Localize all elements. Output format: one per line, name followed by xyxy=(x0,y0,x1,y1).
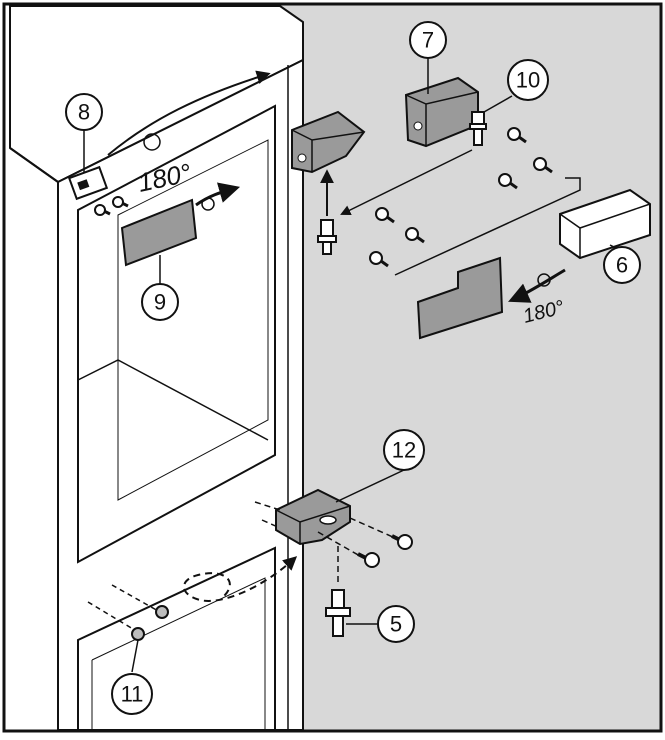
svg-text:9: 9 xyxy=(154,290,166,315)
part-6-cover-lower xyxy=(416,256,504,340)
callout-12: 12 xyxy=(335,429,425,503)
lower-hinge-dashed-guides xyxy=(254,501,396,582)
top-hinge-hole xyxy=(297,153,307,163)
part-12-hinge xyxy=(275,488,351,546)
callout-9: 9 xyxy=(141,255,179,321)
part-7-hole xyxy=(413,121,423,131)
part-10-move-arrow xyxy=(340,149,473,216)
svg-text:11: 11 xyxy=(121,682,144,707)
part-6-rotation-circle xyxy=(537,273,551,287)
door-swing-path xyxy=(183,556,298,602)
lower-dashed-guide-2 xyxy=(87,601,139,633)
callout-8: 8 xyxy=(65,93,103,172)
part-6-cover-face xyxy=(559,203,651,258)
callout-5: 5 xyxy=(377,605,415,643)
top-direction-arrow xyxy=(107,70,271,156)
lower-compartment-inner xyxy=(91,577,266,730)
top-pin xyxy=(317,219,337,255)
upper-compartment-inner xyxy=(117,139,269,501)
upper-compartment xyxy=(77,104,276,564)
part-12-hinge-face xyxy=(275,505,351,544)
part-9-rotation-arrow xyxy=(195,182,241,207)
part-11-plugs xyxy=(131,605,169,641)
callout-6: 6 xyxy=(603,244,641,284)
part-9-plate xyxy=(120,198,198,267)
screw-bracket-line xyxy=(394,177,581,276)
cabinet-left-edge xyxy=(9,147,59,183)
callout-10: 10 xyxy=(483,59,549,113)
top-hinge xyxy=(291,110,366,174)
svg-text:8: 8 xyxy=(78,100,90,125)
screw-group-right xyxy=(369,127,553,268)
svg-text:5: 5 xyxy=(390,612,402,637)
svg-text:7: 7 xyxy=(422,28,434,53)
part-7-hinge-face xyxy=(405,91,479,146)
lower-dashed-guide xyxy=(111,584,161,613)
top-hinge-face xyxy=(291,129,365,172)
svg-text:12: 12 xyxy=(392,438,416,463)
top-hole xyxy=(143,133,161,151)
screw-near-8-second xyxy=(112,196,129,208)
svg-text:10: 10 xyxy=(516,68,540,93)
part-5-pin xyxy=(325,589,351,637)
part-11-leader xyxy=(131,639,139,673)
lower-screws xyxy=(357,534,413,568)
screw-near-8 xyxy=(94,204,111,216)
part-9-rotation-circle xyxy=(201,197,215,211)
part-10-pin xyxy=(469,111,487,146)
part-6-cover-upper xyxy=(559,188,651,260)
part-12-hole xyxy=(319,515,337,525)
part-6-rotation-arrow xyxy=(508,268,566,303)
shelf-line xyxy=(77,359,269,441)
callout-7: 7 xyxy=(409,21,447,94)
svg-text:6: 6 xyxy=(616,253,628,278)
part-8-slot xyxy=(77,179,90,191)
callout-11: 11 xyxy=(111,673,153,715)
